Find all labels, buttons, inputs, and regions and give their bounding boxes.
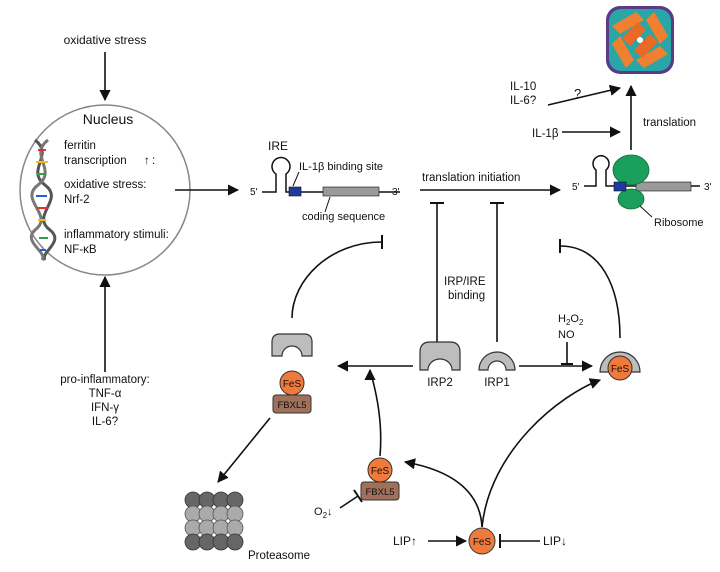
coding-seq-label: coding sequence — [302, 211, 385, 223]
irp1-icon — [478, 351, 516, 371]
il6q-label: IL-6? — [92, 416, 118, 428]
complex-fes-label: FeS — [283, 379, 302, 390]
nrf2-label: Nrf-2 — [64, 194, 90, 206]
irp-ire-label: IRP/IRE — [444, 276, 486, 288]
translation-initiation-label: translation initiation — [422, 172, 520, 184]
ferritin-cage-icon — [606, 6, 674, 74]
ribosome-small-subunit — [617, 188, 645, 210]
binding-label: binding — [448, 290, 485, 302]
svg-text:H2O2: H2O2 — [558, 313, 584, 327]
complex-fbxl5-box — [272, 394, 312, 414]
il10-arrow — [547, 84, 622, 106]
fbxl5-to-irp2-curve — [364, 368, 382, 457]
ribosome-large-subunit — [612, 154, 650, 186]
dna-helix-icon — [29, 138, 57, 261]
ire-stem-loop-1 — [262, 156, 400, 193]
three-prime-label-1: 3' — [392, 187, 400, 198]
ribosome-pointer — [639, 205, 653, 218]
proteasome-label: Proteasome — [248, 550, 310, 562]
il1b-label: IL-1β — [532, 128, 559, 140]
question-label: ? — [574, 86, 581, 101]
irp1-label: IRP1 — [484, 377, 510, 389]
irp2-label: IRP2 — [427, 377, 453, 389]
nucleus-title: Nucleus — [83, 111, 134, 127]
o2-sub: 2 — [323, 511, 328, 520]
coding-sequence-bar-2 — [635, 181, 692, 192]
five-prime-label-1: 5' — [250, 187, 258, 198]
fes-to-irp1-curve — [481, 378, 602, 528]
il10-label: IL-10 — [510, 81, 536, 93]
h2o2-h: H — [558, 313, 566, 325]
ire-label: IRE — [268, 139, 288, 153]
il1b-site-pointer — [292, 171, 300, 187]
o2-inhibit-line — [339, 495, 359, 509]
no-label: NO — [558, 329, 575, 341]
tnf-label: TNF-α — [89, 388, 122, 400]
fes-irp1-feedback-inhibit — [559, 245, 621, 339]
pro-inflam-label: pro-inflammatory: — [60, 374, 149, 386]
ribosome-label: Ribosome — [654, 217, 704, 229]
o2-arrow: ↓ — [327, 506, 333, 518]
fes-to-fbxl5-curve — [403, 458, 483, 528]
transcription-up-icon: ↑ — [144, 155, 150, 167]
inflam-stimuli-label: inflammatory stimuli: — [64, 229, 169, 241]
three-prime-label-2: 3' — [704, 182, 712, 193]
h2o2-sub2: 2 — [579, 318, 584, 327]
fbxl5-fes-label: FeS — [371, 466, 390, 477]
translation-label: translation — [643, 117, 696, 129]
coding-seq-pointer — [324, 196, 331, 213]
il6-label: IL-6? — [510, 95, 536, 107]
ire-stem-loop-2 — [584, 155, 700, 187]
coding-sequence-bar-1 — [322, 186, 380, 197]
ferritin-label: ferritin — [64, 140, 96, 152]
irp2-fbxl5-complex-icon — [271, 333, 313, 357]
il1b-binding-site-2 — [613, 181, 627, 192]
transcription-label: transcription — [64, 155, 127, 167]
svg-text:O2↓: O2↓ — [314, 506, 333, 520]
h2o2-sub1: 2 — [566, 318, 571, 327]
oxidative-stress-label: oxidative stress — [64, 33, 147, 47]
transcription-colon: : — [152, 155, 155, 167]
fbxl5-box — [360, 481, 400, 501]
fbxl5-label: FBXL5 — [365, 487, 394, 498]
h2o2-o: O — [570, 313, 579, 325]
proteasome-icon — [184, 491, 244, 551]
degradation-arrow — [217, 417, 271, 483]
fbxl5-feedback-inhibit — [291, 241, 383, 319]
o2-o: O — [314, 506, 323, 518]
il1b-site-label: IL-1β binding site — [299, 161, 383, 173]
lip-fes-label: FeS — [473, 537, 492, 548]
o2-inhibit-bar — [353, 489, 363, 503]
holo-irp1-fes-label: FeS — [611, 364, 630, 375]
nfkb-label: NF-κB — [64, 244, 97, 256]
lip-up-label: LIP↑ — [393, 534, 417, 548]
holo-irp1-fes-cluster — [607, 355, 633, 381]
complex-fbxl5-label: FBXL5 — [277, 400, 306, 411]
il1b-binding-site-1 — [288, 186, 302, 197]
five-prime-label-2: 5' — [572, 182, 580, 193]
ifn-label: IFN-γ — [91, 402, 119, 414]
lip-down-label: LIP↓ — [543, 534, 567, 548]
irp2-icon — [419, 341, 461, 371]
lip-fes-cluster — [468, 527, 496, 555]
ox-stress-label: oxidative stress: — [64, 179, 146, 191]
